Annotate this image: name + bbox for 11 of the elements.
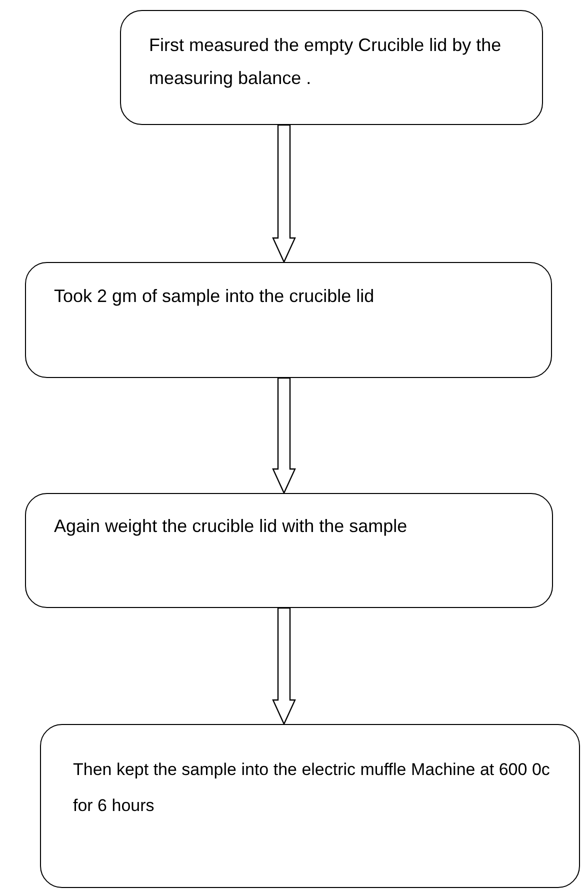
process-box: [40, 724, 580, 888]
process-box: [25, 493, 553, 608]
hollow-arrow: [272, 377, 296, 494]
hollow-arrow: [272, 124, 296, 264]
process-box: [25, 262, 552, 378]
step-text: Again weight the crucible lid with the sample: [54, 515, 408, 538]
hollow-arrow: [272, 607, 296, 726]
process-box: [120, 10, 543, 125]
step-text: Took 2 gm of sample into the crucible lid: [54, 285, 376, 308]
step-text: First measured the empty Crucible lid by the measuring balance .: [149, 34, 502, 90]
step-text: Then kept the sample into the electric muffle Machine at 600 0c for 6 hours: [73, 759, 551, 817]
